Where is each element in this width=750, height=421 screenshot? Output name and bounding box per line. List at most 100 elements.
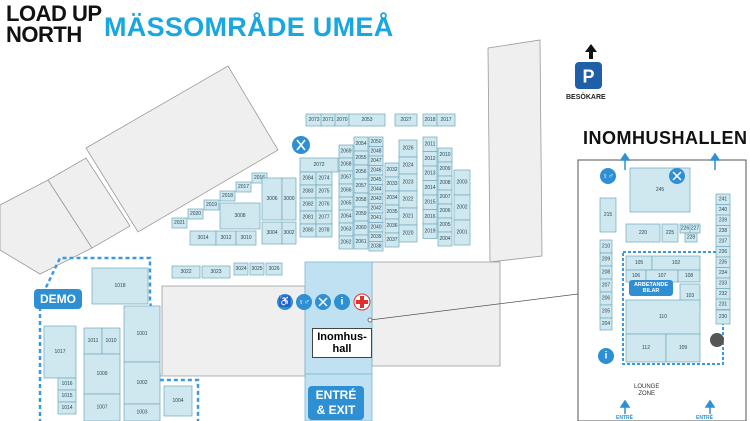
booth-2058: 2058 (353, 192, 369, 208)
svg-text:2006: 2006 (439, 208, 450, 214)
svg-text:2066: 2066 (340, 188, 351, 194)
booth-1009: 1009 (83, 353, 121, 395)
booth-235: 235 (715, 256, 731, 268)
booth-2024: 2024 (398, 156, 418, 175)
svg-text:2064: 2064 (340, 214, 351, 220)
booth-2059: 2059 (353, 206, 369, 222)
booth-231: 231 (715, 298, 731, 310)
booth-3014: 3014 (189, 230, 217, 246)
svg-text:2033: 2033 (386, 181, 397, 187)
svg-text:105: 105 (635, 260, 644, 266)
booth-2019: 2019 (203, 199, 220, 211)
booth-204: 204 (599, 317, 613, 331)
booth-2078: 2078 (315, 223, 333, 238)
svg-text:2012: 2012 (424, 156, 435, 162)
booth-2042: 2042 (368, 203, 384, 214)
svg-text:3024: 3024 (235, 266, 246, 272)
svg-text:2034: 2034 (386, 195, 397, 201)
booth-2053: 2053 (348, 113, 386, 127)
svg-text:2022: 2022 (402, 197, 413, 203)
svg-text:239: 239 (719, 217, 728, 223)
booth-2008: 2008 (437, 175, 453, 191)
svg-text:2017: 2017 (238, 184, 249, 190)
svg-text:233: 233 (719, 280, 728, 286)
svg-text:2060: 2060 (355, 225, 366, 231)
booth-2047: 2047 (368, 155, 384, 166)
booth-1002: 1002 (123, 361, 161, 405)
entry-label-line1: ENTRÉ (315, 388, 357, 402)
svg-text:226: 226 (681, 226, 690, 232)
svg-text:2027: 2027 (400, 117, 411, 123)
booth-237: 237 (715, 235, 731, 247)
svg-text:2032: 2032 (386, 167, 397, 173)
booth-3025: 3025 (249, 262, 265, 276)
svg-text:232: 232 (719, 291, 728, 297)
booth-2021: 2021 (171, 217, 188, 229)
indoor-hall-label: Inomhus- hall (312, 328, 372, 358)
demo-area-outline (38, 256, 200, 421)
svg-text:1002: 1002 (136, 380, 147, 386)
svg-text:2072: 2072 (313, 162, 324, 168)
svg-text:2074: 2074 (318, 176, 329, 182)
svg-text:2007: 2007 (439, 194, 450, 200)
booth-2044: 2044 (368, 184, 384, 195)
booth-2073: 2073 (305, 113, 323, 127)
booth-2076: 2076 (315, 197, 333, 212)
svg-text:2020: 2020 (190, 211, 201, 217)
booth-2040: 2040 (368, 222, 384, 233)
svg-text:3004: 3004 (266, 230, 277, 236)
booth-3000: 3000 (281, 177, 297, 221)
booth-245: 245 (629, 167, 691, 213)
svg-text:225: 225 (666, 230, 675, 236)
booth-225: 225 (661, 223, 679, 243)
booth-1010: 1010 (101, 327, 121, 355)
booth-2018: 2018 (422, 113, 438, 127)
booth-3010: 3010 (235, 230, 257, 246)
booth-233: 233 (715, 277, 731, 289)
booth-2039: 2039 (368, 231, 384, 242)
booth-2004: 2004 (437, 231, 453, 247)
booth-102: 102 (651, 255, 701, 271)
svg-text:2058: 2058 (355, 197, 366, 203)
svg-text:2005: 2005 (439, 222, 450, 228)
lounge-line2: ZONE (638, 391, 655, 397)
svg-text:210: 210 (602, 244, 611, 250)
svg-text:2084: 2084 (302, 176, 313, 182)
booth-2015: 2015 (422, 194, 438, 210)
svg-text:2038: 2038 (370, 243, 381, 249)
hall-label-line2: hall (332, 343, 352, 355)
booth-215: 215 (599, 197, 617, 233)
svg-text:2011: 2011 (425, 141, 436, 147)
booth-2050: 2050 (368, 136, 384, 147)
booth-2032: 2032 (384, 162, 400, 178)
svg-text:2041: 2041 (370, 215, 381, 221)
svg-text:227: 227 (691, 226, 700, 232)
logo-line1: LOAD UP (6, 1, 102, 26)
svg-text:209: 209 (602, 257, 611, 263)
booth-2009: 2009 (437, 161, 453, 177)
svg-text:3014: 3014 (197, 235, 208, 241)
svg-text:2054: 2054 (355, 141, 366, 147)
booth-2043: 2043 (368, 193, 384, 204)
booth-2054: 2054 (353, 136, 369, 152)
booth-234: 234 (715, 267, 731, 279)
booth-220: 220 (625, 223, 661, 243)
svg-text:3012: 3012 (220, 235, 231, 241)
svg-text:2068: 2068 (340, 162, 351, 168)
booth-3026: 3026 (265, 262, 283, 276)
booth-209: 209 (599, 252, 613, 267)
logo-line2: NORTH (6, 21, 82, 47)
booth-2014: 2014 (422, 180, 438, 196)
booth-1001: 1001 (123, 305, 161, 363)
building-northwest (0, 179, 93, 275)
svg-text:215: 215 (604, 212, 613, 218)
hall-label-line1: Inomhus- (317, 331, 367, 343)
booth-2018: 2018 (219, 190, 236, 202)
booth-2063: 2063 (338, 222, 354, 237)
booth-1014: 1014 (57, 401, 77, 415)
booth-3006: 3006 (261, 177, 283, 221)
svg-text:2082: 2082 (302, 202, 313, 208)
booth-2012: 2012 (422, 151, 438, 167)
svg-text:2014: 2014 (424, 185, 435, 191)
booth-3004: 3004 (261, 221, 283, 245)
